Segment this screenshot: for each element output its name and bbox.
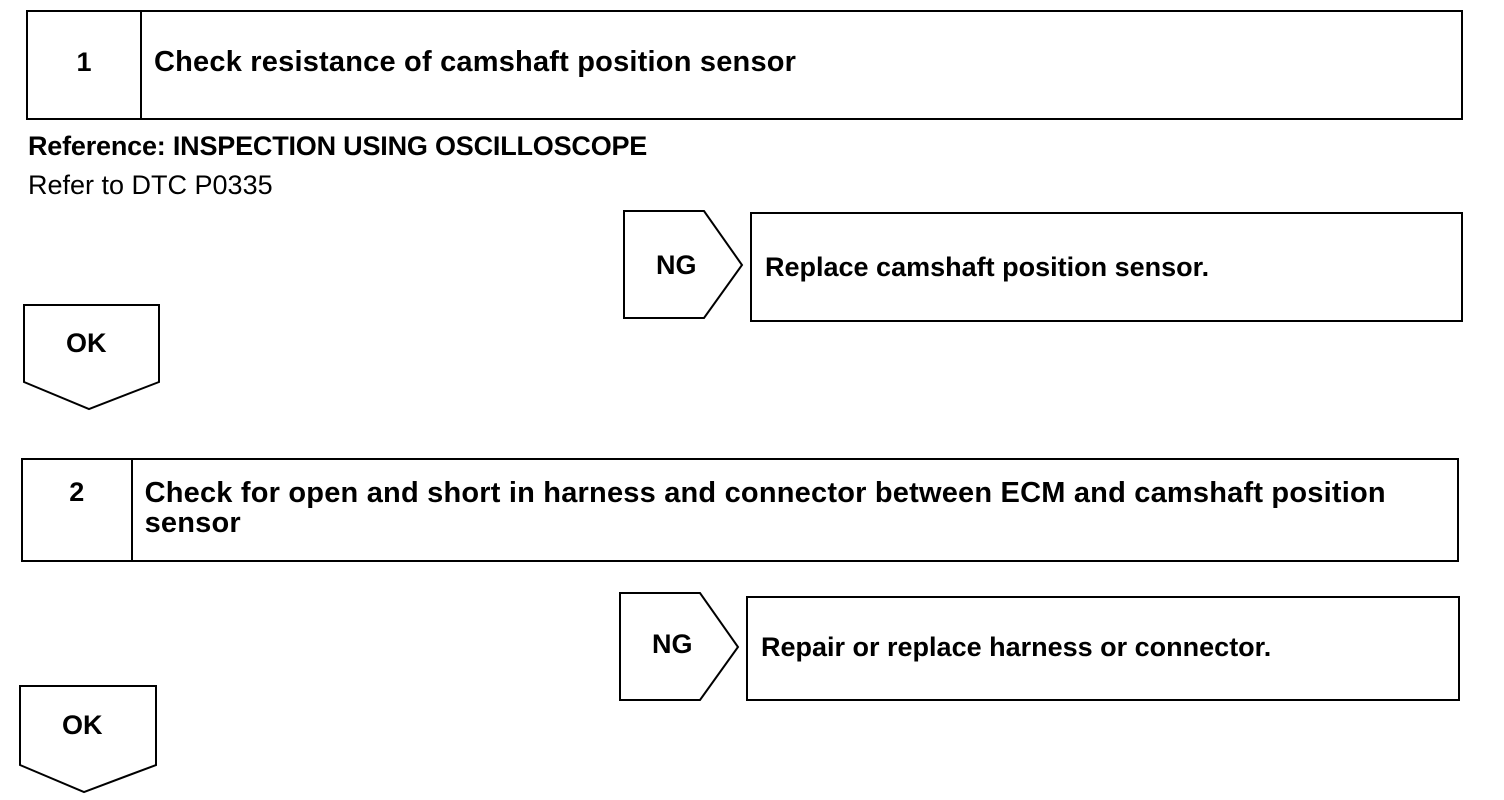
step-1-box: 1 Check resistance of camshaft position … <box>26 10 1463 120</box>
ng-action-box: Replace camshaft position sensor. <box>750 212 1463 322</box>
ng-arrow-2 <box>619 592 740 701</box>
step-number: 2 <box>23 460 133 560</box>
ng-action-box: Repair or replace harness or connector. <box>746 596 1460 701</box>
ng-label: NG <box>652 629 693 659</box>
ng-label: NG <box>656 250 697 280</box>
step-title: Check resistance of camshaft position se… <box>154 46 797 78</box>
step-number: 1 <box>28 12 142 118</box>
reference-text: Refer to DTC P0335 <box>28 170 273 200</box>
ok-arrow-1 <box>23 304 160 411</box>
ok-label: OK <box>66 328 107 358</box>
step-2-box: 2 Check for open and short in harness an… <box>21 458 1459 562</box>
ok-label: OK <box>62 710 103 740</box>
reference-title: Reference: INSPECTION USING OSCILLOSCOPE <box>28 131 648 161</box>
ok-arrow-2 <box>19 685 157 794</box>
step-title: Check for open and short in harness and … <box>144 477 1386 539</box>
ng-arrow-1 <box>623 210 744 319</box>
